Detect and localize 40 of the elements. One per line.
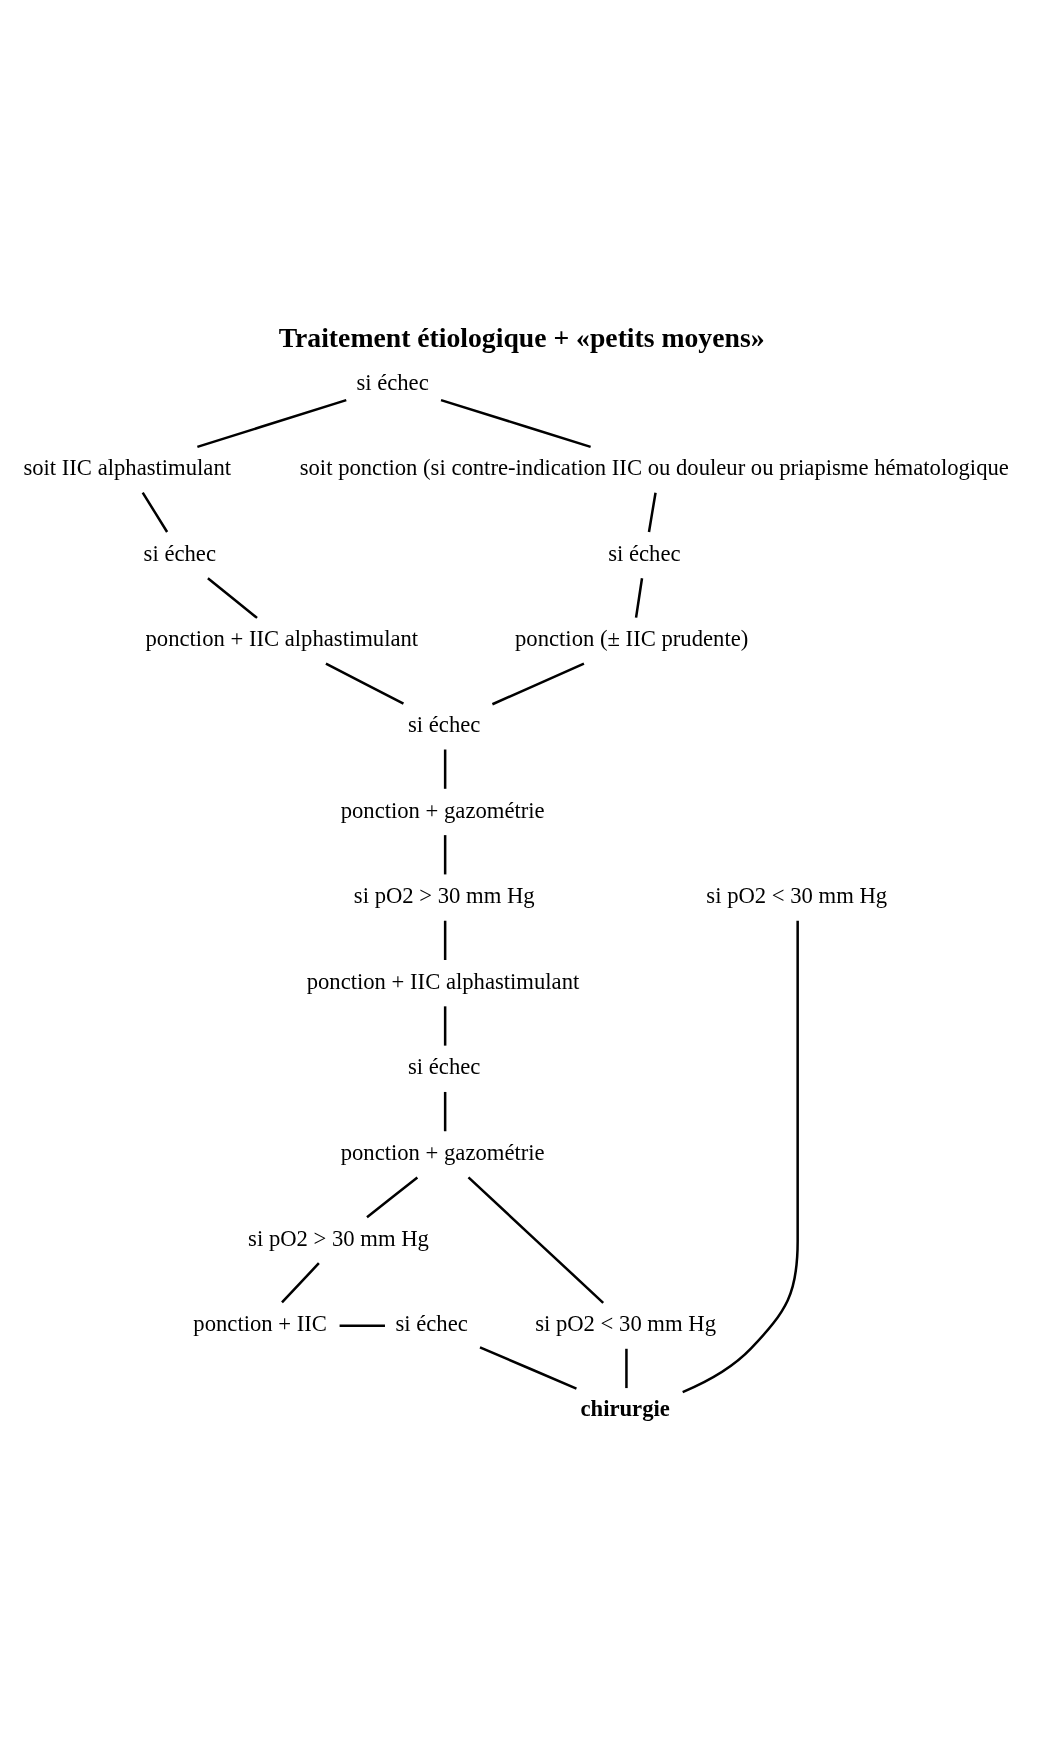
connector: [440, 398, 591, 449]
node-text: si pO2 < 30 mm Hg: [535, 1311, 716, 1337]
node-text: ponction + gazométrie: [340, 1140, 545, 1166]
connector: [625, 1348, 628, 1389]
node-text: si échec: [408, 1054, 481, 1080]
connector: [207, 577, 258, 619]
connector: [141, 492, 169, 533]
node-text: si échec: [395, 1311, 468, 1337]
node-text: si échec: [408, 711, 481, 737]
node-text: si pO2 > 30 mm Hg: [248, 1225, 429, 1251]
node-text: chirurgie: [580, 1395, 670, 1421]
diagram-title: Traitement étiologique + «petits moyens»: [278, 321, 765, 353]
connector: [443, 1091, 447, 1132]
node-text: ponction (± IIC prudente): [515, 626, 749, 652]
connector: [479, 1346, 577, 1390]
node-text: si échec: [143, 540, 216, 566]
node-text: si pO2 < 30 mm Hg: [706, 883, 888, 909]
connector: [197, 398, 347, 449]
node-text: ponction + IIC alphastimulant: [145, 626, 419, 652]
node-text: ponction + gazométrie: [340, 797, 545, 823]
connector: [467, 1176, 605, 1304]
connector: [634, 578, 644, 618]
node-text: si échec: [608, 540, 681, 566]
connector: [443, 835, 447, 875]
connector: [339, 1324, 385, 1327]
connector: [366, 1176, 419, 1219]
connector: [682, 920, 799, 1394]
node-text: soit ponction (si contre-indication IIC ou douleur ou priapisme hématologique: [299, 455, 1009, 481]
node-text: ponction + IIC alphastimulant: [306, 968, 580, 994]
node-text: si échec: [356, 369, 429, 395]
connector: [325, 662, 404, 705]
connector: [443, 920, 447, 961]
node-text: soit IIC alphastimulant: [23, 455, 232, 481]
node-text: si pO2 > 30 mm Hg: [353, 883, 535, 909]
connector: [443, 1006, 447, 1046]
node-text: ponction + IIC: [193, 1311, 327, 1337]
connector: [281, 1262, 320, 1304]
connector: [443, 749, 447, 789]
connector: [647, 492, 657, 533]
connector: [491, 662, 585, 706]
